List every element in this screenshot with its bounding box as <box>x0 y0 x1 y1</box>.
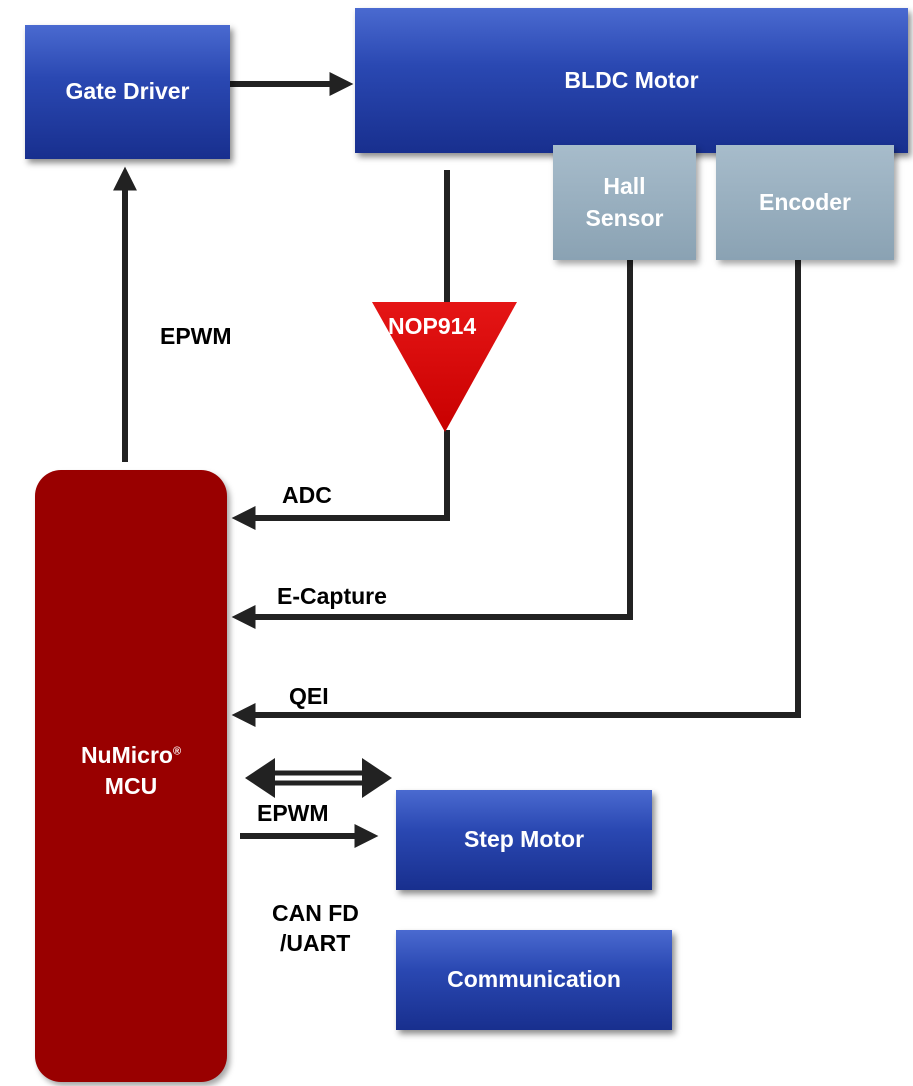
arrow-hall-to-mcu-ecapture <box>231 260 633 629</box>
step-motor-block: Step Motor <box>396 790 652 890</box>
hall-sensor-label-line1: Hall <box>603 173 646 200</box>
arrow-amp-to-mcu-adc <box>231 430 450 530</box>
encoder-label: Encoder <box>758 188 852 215</box>
mcu-label-line2: MCU <box>104 773 158 799</box>
bldc-motor-label: BLDC Motor <box>564 66 699 93</box>
signal-label-can-fd: CAN FD <box>272 900 359 926</box>
signal-label-epwm-gate: EPWM <box>160 323 232 349</box>
gate-driver-label: Gate Driver <box>65 78 190 105</box>
communication-block: Communication <box>396 930 672 1030</box>
amplifier-triangle <box>372 302 517 432</box>
signal-label-qei: QEI <box>289 683 329 709</box>
hall-sensor-block: Hall Sensor <box>553 145 696 260</box>
signal-label-e-capture: E-Capture <box>277 583 387 609</box>
encoder-block: Encoder <box>716 145 894 260</box>
communication-label: Communication <box>447 966 621 993</box>
amplifier-label: NOP914 <box>388 313 477 339</box>
signal-label-adc: ADC <box>282 482 332 508</box>
signal-label-epwm-step: EPWM <box>257 800 329 826</box>
gate-driver-block: Gate Driver <box>25 25 230 159</box>
mcu-label: NuMicro® MCU <box>81 740 181 802</box>
mcu-block: NuMicro® MCU <box>35 470 227 1082</box>
arrow-encoder-to-mcu-qei <box>231 260 801 727</box>
bldc-motor-block: BLDC Motor <box>355 8 908 153</box>
hall-sensor-label-line2: Sensor <box>585 204 664 231</box>
step-motor-label: Step Motor <box>463 826 585 853</box>
registered-mark: ® <box>172 745 182 758</box>
mcu-label-line1: NuMicro <box>80 741 173 768</box>
double-arrow-head-left <box>245 758 275 798</box>
hall-sensor-label: Hall Sensor <box>586 171 664 233</box>
signal-label-uart: /UART <box>280 930 351 956</box>
double-arrow-head-right <box>362 758 392 798</box>
